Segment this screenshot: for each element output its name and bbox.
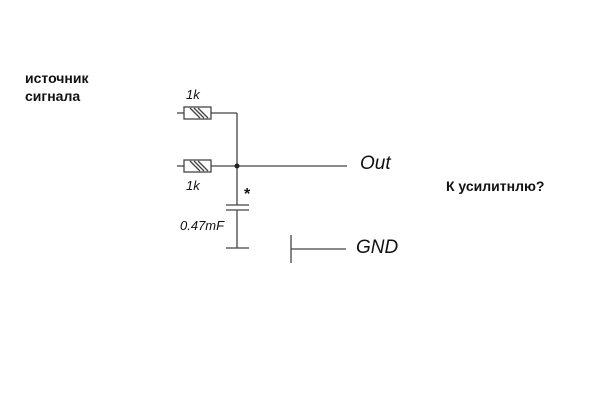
r1-hatch-2: [193, 107, 205, 119]
capacitor-marker: *: [244, 186, 251, 203]
capacitor-value-label: 0.47mF: [180, 218, 225, 233]
source-label-line2: сигнала: [25, 88, 81, 104]
r1-value-label: 1k: [186, 87, 200, 102]
source-label-line1: источник: [25, 70, 89, 86]
r1-hatch-3: [197, 107, 209, 119]
r2-hatch-2: [193, 160, 205, 172]
amplifier-label: К усилитнлю?: [446, 178, 545, 194]
gnd-label: GND: [356, 237, 399, 258]
r2-hatch-1: [189, 160, 201, 172]
r2-value-label: 1k: [186, 178, 200, 193]
junction-dot: [234, 163, 240, 169]
r2-hatch-3: [197, 160, 209, 172]
r1-hatch-1: [189, 107, 201, 119]
source-label: источник сигнала: [25, 69, 88, 105]
out-label: Out: [360, 153, 391, 174]
